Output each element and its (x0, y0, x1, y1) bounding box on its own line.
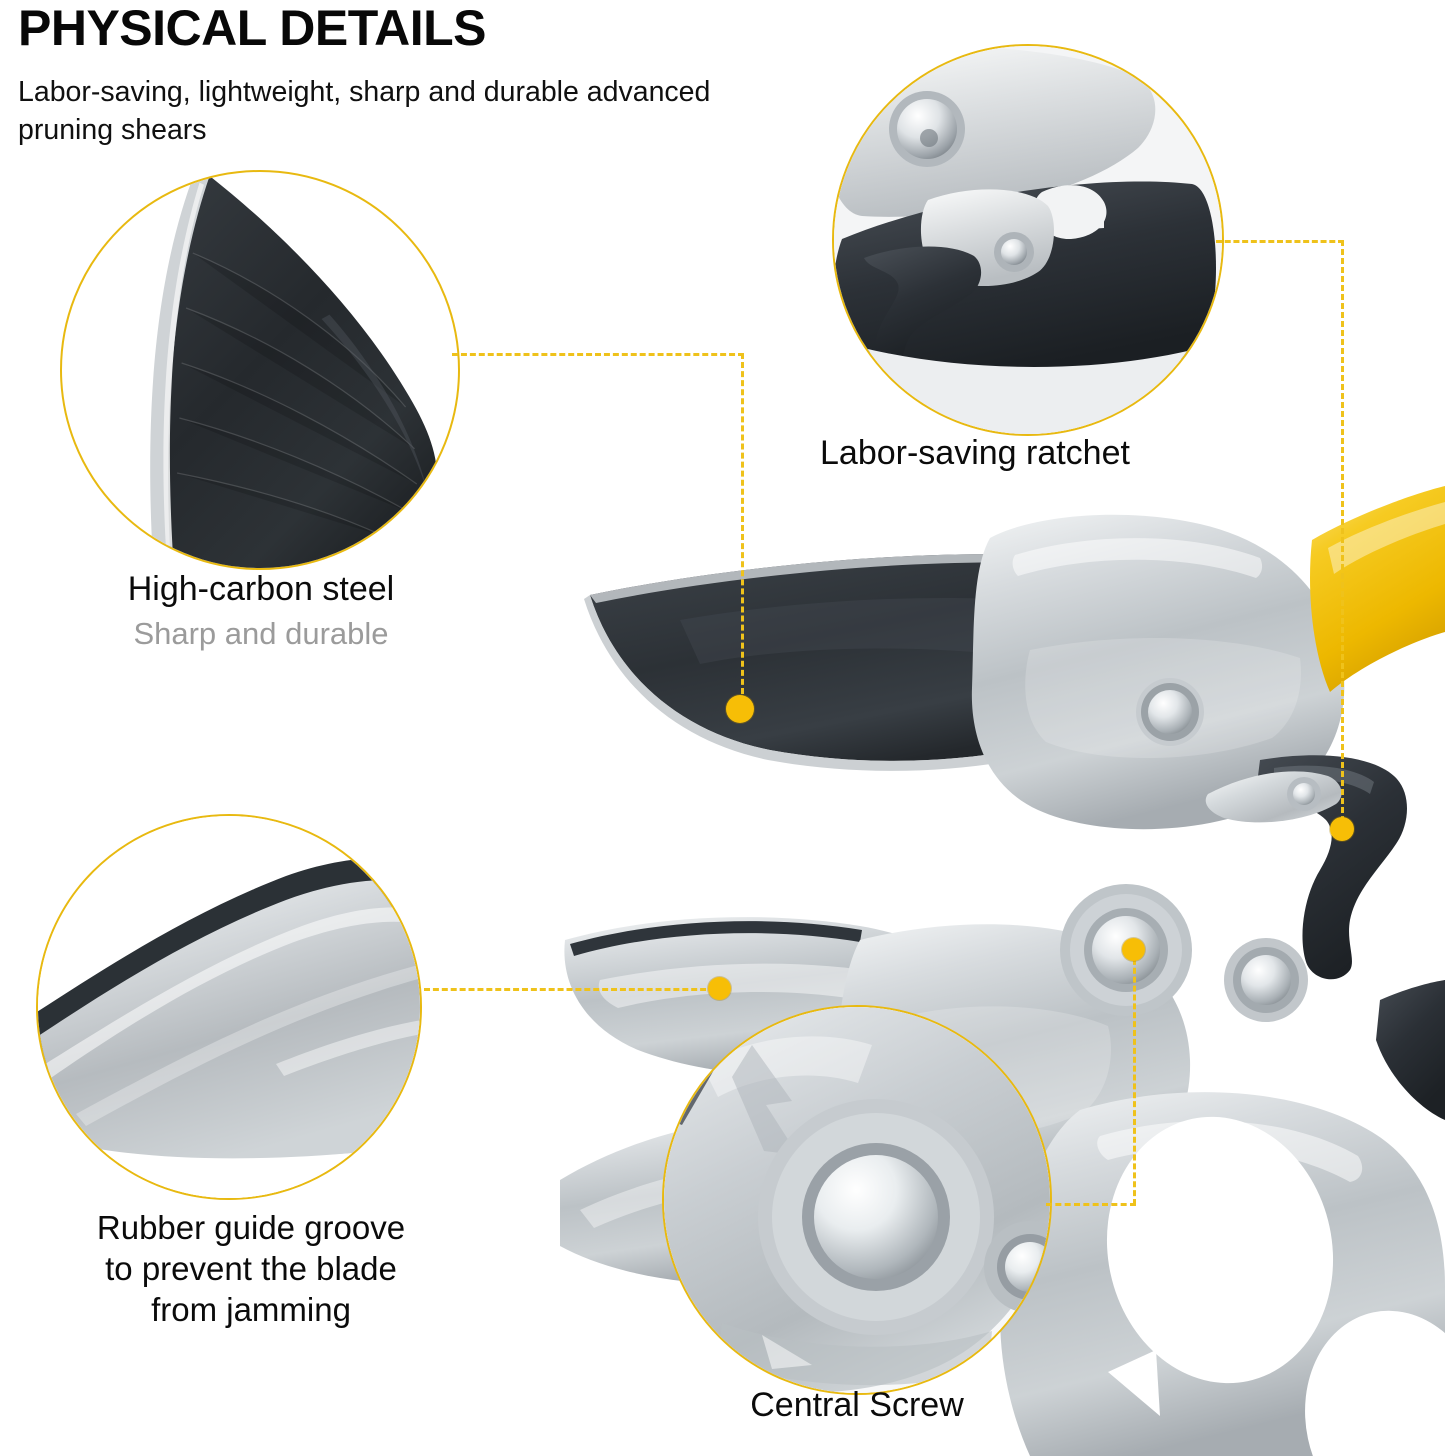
callout-label-rubber-guide-groove-line3: from jamming (151, 1291, 351, 1328)
page-title: PHYSICAL DETAILS (18, 0, 486, 56)
connector-line-central-screw-v (1133, 950, 1136, 1205)
callout-sublabel-high-carbon-steel: Sharp and durable (133, 616, 389, 651)
connector-line-ratchet-v (1341, 240, 1344, 822)
connector-dot-groove (708, 977, 731, 1000)
connector-line-central-screw-h (1046, 1203, 1136, 1206)
connector-dot-ratchet (1330, 817, 1354, 841)
callout-circle-central-screw (662, 1005, 1052, 1395)
callout-label-rubber-guide-groove-line2: to prevent the blade (105, 1250, 397, 1287)
callout-circle-labor-saving-ratchet (832, 44, 1224, 436)
callout-label-labor-saving-ratchet: Labor-saving ratchet (820, 434, 1130, 472)
callout-circle-rubber-guide-groove (36, 814, 422, 1200)
callout-label-central-screw: Central Screw (750, 1386, 964, 1424)
connector-dot-central-screw (1122, 938, 1145, 961)
callout-label-rubber-guide-groove-line1: Rubber guide groove (96, 1209, 406, 1246)
page-subtitle: Labor-saving, lightweight, sharp and dur… (18, 76, 711, 146)
connector-line-groove-h (424, 988, 715, 991)
connector-line-high-carbon-steel-v (741, 353, 744, 703)
callout-label-high-carbon-steel: High-carbon steel (127, 570, 395, 608)
connector-dot-high-carbon-steel (726, 695, 754, 723)
callout-circle-high-carbon-steel (60, 170, 460, 570)
connector-line-high-carbon-steel-h (452, 353, 744, 356)
connector-line-ratchet-h (1216, 240, 1344, 243)
